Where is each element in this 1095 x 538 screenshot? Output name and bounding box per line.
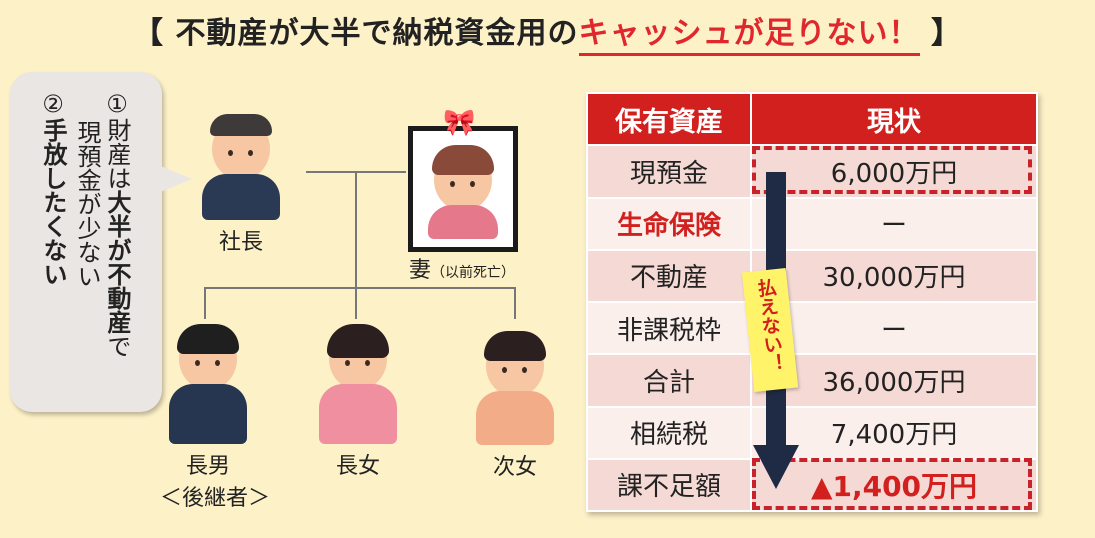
president-face-icon (210, 114, 272, 180)
highlight-cash-box (752, 146, 1032, 194)
wife-face-icon (432, 145, 494, 211)
bubble-item-2: ②手放したくない (39, 90, 67, 286)
bubble-item-1-line-1: ①財産は大半が不動産で (103, 90, 131, 358)
son-face-icon (177, 324, 239, 390)
tree-line-trunk (355, 171, 357, 319)
row-label: 非課税枠 (586, 300, 752, 356)
daughter2-face-icon (484, 331, 546, 397)
row-label: 現預金 (586, 144, 752, 199)
row-label: 課不足額 (586, 457, 752, 513)
speech-bubble (10, 72, 162, 412)
asset-table: 保有資産 現状 現預金 6,000万円 生命保険 ー 不動産 30,000万円 … (586, 91, 1038, 513)
label-wife-note: （以前死亡） (431, 265, 515, 281)
label-president: 社長 (218, 230, 263, 255)
row-value: ー (750, 196, 1038, 251)
table-row: 現預金 6,000万円 (586, 144, 1038, 199)
label-son-note: ＜後継者＞ (160, 486, 271, 511)
person-son: 長男 ＜後継者＞ (160, 324, 271, 512)
table-header-status: 現状 (750, 91, 1038, 147)
mourning-ribbon-icon: 🎀 (443, 108, 476, 138)
memorial-portrait-frame (408, 126, 518, 252)
person-daughter1: 長女 (313, 324, 403, 480)
table-row: 不動産 30,000万円 (586, 248, 1038, 304)
label-daughter1: 長女 (335, 454, 380, 479)
person-daughter2: 次女 (470, 331, 560, 481)
tree-line-children (204, 287, 516, 289)
table-row: 生命保険 ー (586, 196, 1038, 251)
row-value: 6,000万円 (750, 144, 1038, 199)
label-son: 長男 (185, 454, 230, 479)
speech-bubble-tail (158, 165, 192, 193)
row-value: 36,000万円 (750, 353, 1038, 408)
person-president: 社長 (196, 114, 286, 256)
cannot-pay-text: 払えない！ (753, 277, 786, 374)
daughter2-clothes-icon (476, 391, 554, 445)
label-wife: 妻 (408, 258, 431, 283)
row-label: 生命保険 (586, 196, 752, 251)
bubble-item-1-line-2: 現預金が少ない (73, 120, 101, 288)
table-row: 相続税 7,400万円 (586, 405, 1038, 460)
daughter1-face-icon (327, 324, 389, 390)
tree-line-son (204, 287, 206, 319)
son-suit-icon (169, 384, 247, 444)
title-bracket-close: 】 (919, 16, 962, 51)
table-header-assets: 保有資産 (586, 91, 752, 147)
wife-clothes-icon (428, 205, 498, 239)
down-arrow-icon (753, 445, 799, 489)
daughter1-clothes-icon (319, 384, 397, 444)
president-suit-icon (202, 174, 280, 220)
row-value: 30,000万円 (750, 248, 1038, 304)
page-title: 【 不動産が大半で納税資金用のキャッシュが足りない！ 】 (0, 8, 1095, 56)
row-label: 不動産 (586, 248, 752, 304)
row-value: ー (750, 300, 1038, 356)
table-row: 非課税枠 ー (586, 300, 1038, 356)
table-row: 合計 36,000万円 (586, 353, 1038, 408)
title-highlight: キャッシュが足りない！ (578, 16, 920, 56)
title-bracket-open: 【 (133, 16, 165, 51)
row-label: 相続税 (586, 405, 752, 460)
title-main: 不動産が大半で納税資金用の (164, 16, 579, 51)
row-label: 合計 (586, 353, 752, 408)
label-daughter2: 次女 (492, 455, 537, 480)
table-header-row: 保有資産 現状 (586, 91, 1038, 147)
person-wife: 妻（以前死亡） (392, 252, 532, 284)
tree-line-daughter2 (514, 287, 516, 319)
